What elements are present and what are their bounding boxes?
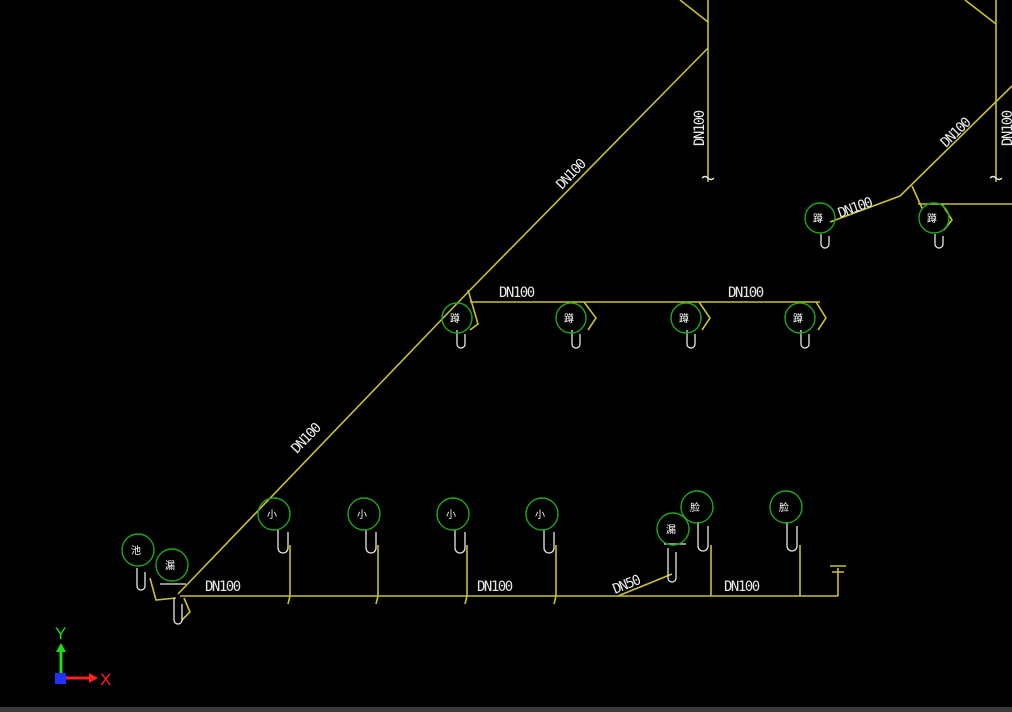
- pipe-fitting: [583, 301, 597, 331]
- pipe-label-row-bottom-3: DN100: [724, 579, 760, 595]
- pipe-label-row-bottom-1: DN100: [205, 579, 241, 595]
- trap: [454, 530, 466, 554]
- fixture-label: 池: [131, 544, 141, 557]
- fixture-urinal-4[interactable]: 小: [525, 497, 559, 531]
- fixture-label: 蹲: [793, 312, 803, 325]
- fixture-label: 脸: [690, 501, 700, 514]
- trap: [456, 330, 466, 349]
- fixture-squat-mid-1[interactable]: 蹲: [441, 302, 473, 334]
- pipe-label-vertical-top-right: DN100: [1000, 110, 1012, 146]
- trap: [543, 530, 555, 554]
- fixture-label: 蹲: [679, 312, 689, 325]
- fixture-circle: [918, 202, 950, 234]
- fixture-washbasin-2[interactable]: 脸: [769, 490, 803, 524]
- fixture-circle: [555, 302, 587, 334]
- fixture-circle: [784, 302, 816, 334]
- pipe-fitting: [911, 185, 923, 209]
- fixture-circle: [155, 548, 189, 582]
- fixture-circle: [121, 533, 155, 567]
- fixture-label: 小: [535, 509, 545, 521]
- fixture-label: 蹲: [564, 312, 574, 325]
- pipe-label-diagonal-far-right: DN100: [938, 115, 975, 151]
- pipe-fitting: [698, 301, 711, 331]
- fixture-circle: [804, 202, 836, 234]
- pipe-label-branch-top-right: DN100: [836, 195, 875, 222]
- pipe-end-mark: [989, 175, 1003, 181]
- ucs-axis-icon: X Y: [55, 624, 111, 689]
- fixture-urinal-3[interactable]: 小: [436, 497, 470, 531]
- fixture-label: 蹲: [927, 212, 937, 225]
- fixture-label: 小: [446, 509, 456, 521]
- x-axis-label: X: [100, 670, 111, 689]
- trap: [697, 522, 709, 552]
- fixture-label: 脸: [779, 501, 789, 514]
- trap: [277, 530, 289, 554]
- fixture-circle: [670, 302, 702, 334]
- trap: [365, 530, 377, 554]
- fixture-label: 漏: [666, 524, 676, 536]
- fixture-squat-mid-2[interactable]: 蹲: [555, 302, 587, 334]
- fixture-label: 蹲: [813, 212, 823, 225]
- pipe-branch-top-right: [829, 85, 1012, 223]
- fixture-floor-drain-2[interactable]: 漏: [656, 512, 690, 546]
- trap: [820, 234, 830, 249]
- fixture-urinal-2[interactable]: 小: [347, 497, 381, 531]
- fixture-circle: [769, 490, 803, 524]
- y-axis-label: Y: [55, 624, 66, 643]
- pipe-end-mark: [701, 175, 715, 181]
- fixture-circle: [441, 302, 473, 334]
- pipe-label-vertical-top-center: DN100: [692, 110, 708, 146]
- pipe-label-branch-dn50: DN50: [611, 572, 644, 598]
- pipe-risers: [289, 545, 801, 596]
- fixture-urinal-1[interactable]: 小: [257, 497, 291, 531]
- trap: [800, 330, 810, 349]
- y-axis-arrowhead: [56, 643, 66, 652]
- bottom-scrollbar[interactable]: [0, 707, 1012, 712]
- fixture-squat-mid-4[interactable]: 蹲: [784, 302, 816, 334]
- fixture-squat-mid-3[interactable]: 蹲: [670, 302, 702, 334]
- pipe-label-row-middle-right: DN100: [728, 285, 764, 301]
- fixture-circle: [525, 497, 559, 531]
- fixture-squat-top-1[interactable]: 蹲: [804, 202, 836, 234]
- pipe-top-right-slant: [964, 0, 997, 25]
- fixture-circle: [656, 512, 690, 546]
- fixture-label: 蹲: [450, 312, 460, 325]
- pipe-network: [149, 0, 1012, 621]
- fixture-floor-drain-1[interactable]: 漏: [155, 548, 189, 582]
- fixture-label: 小: [267, 509, 277, 521]
- x-axis-arrowhead: [89, 673, 98, 683]
- pipe-label-diagonal-lower: DN100: [288, 420, 324, 457]
- fixture-circle: [680, 490, 714, 524]
- trap: [686, 330, 696, 349]
- origin-marker: [55, 673, 66, 684]
- fixture-circle: [257, 497, 291, 531]
- pipe-fitting: [467, 289, 479, 331]
- pipe-joint-marks: [287, 595, 557, 605]
- fixture-mop-basin[interactable]: 池: [121, 533, 155, 567]
- trap: [786, 522, 798, 552]
- pipe-cap: [830, 565, 846, 573]
- pipe-top-slant: [679, 0, 709, 23]
- pipe-main-diagonal: [177, 47, 709, 595]
- trap: [136, 568, 146, 591]
- trap: [571, 330, 581, 349]
- fixture-label: 小: [357, 509, 367, 521]
- trap: [934, 234, 944, 249]
- fixture-washbasin-1[interactable]: 脸: [680, 490, 714, 524]
- pipe-fitting: [815, 301, 827, 331]
- fixture-circle: [436, 497, 470, 531]
- pipe-label-row-middle-left: DN100: [499, 285, 535, 301]
- traps: [136, 234, 944, 625]
- fixture-circle: [347, 497, 381, 531]
- trap: [173, 598, 183, 625]
- pipe-label-row-bottom-2: DN100: [477, 579, 513, 595]
- fixture-label: 漏: [165, 560, 175, 572]
- pipe-fitting-left: [149, 577, 191, 621]
- fixture-squat-top-2[interactable]: 蹲: [918, 202, 950, 234]
- pipe-branch-dn50: [617, 573, 673, 597]
